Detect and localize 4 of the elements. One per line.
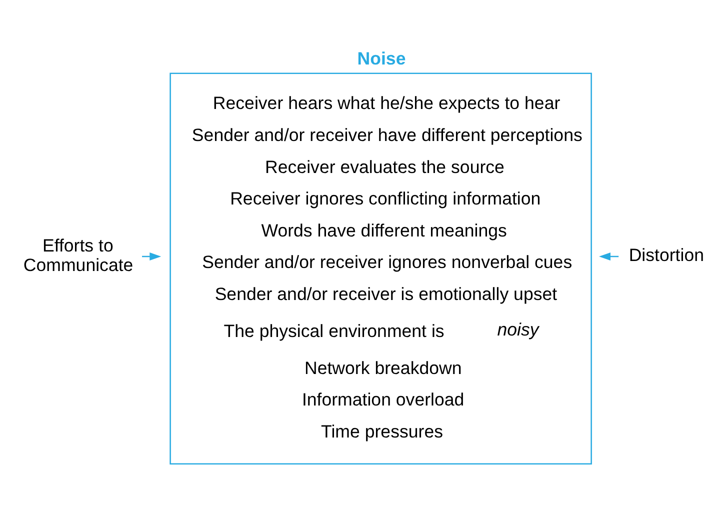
node-label: Noise (357, 48, 406, 69)
node-text: Distortion (628, 245, 704, 266)
node-text: Efforts to Communicate (23, 236, 134, 275)
node-box: Receiver hears what he/she expects to hear Sender and/or receiver have different perceptions Receiver evaluates the source Receiver ignores conflicting information Words have different meanings Sender and/or receiver ignores nonverbal cues Sender and/or receiver is emotionally upset The physical environment is noisy Network breakdown Information overload Time pressures (170, 72, 592, 464)
